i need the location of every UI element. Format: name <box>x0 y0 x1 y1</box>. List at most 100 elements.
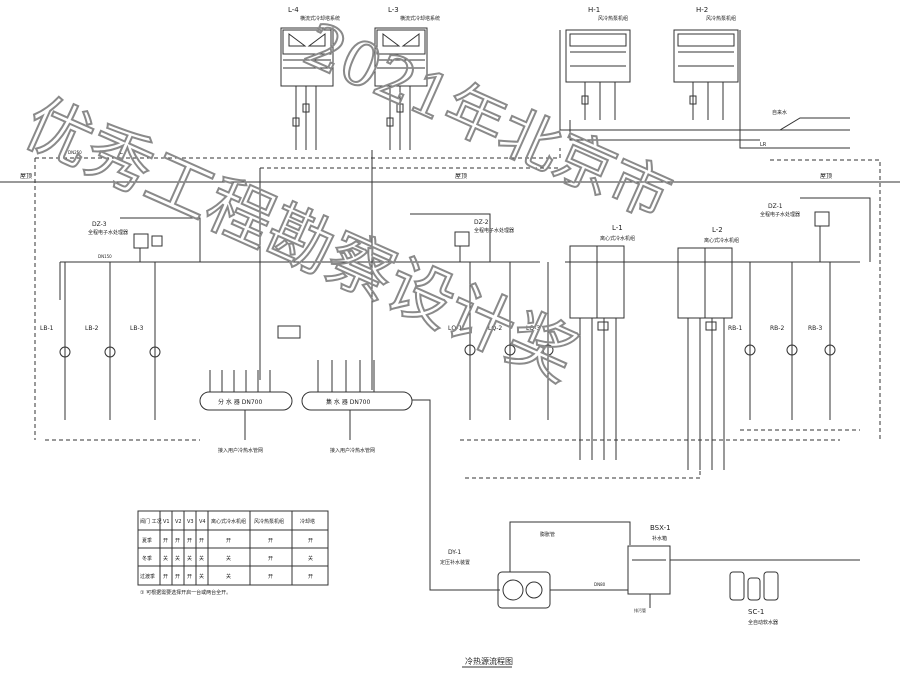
chiller-l1-tag: L-1 <box>612 224 623 232</box>
pipe-label-dn-top: DN250 <box>68 150 82 155</box>
floor-label-roof-right: 屋顶 <box>820 173 832 180</box>
table-r0-c5: 开 <box>226 538 231 544</box>
water-treatment-dz2 <box>410 213 491 262</box>
table-r0-c1: 开 <box>163 538 168 544</box>
water-treatment-dz1 <box>800 197 871 262</box>
table-r1-c7: 关 <box>308 555 313 562</box>
chiller-l1 <box>569 245 625 460</box>
table-r0-c6: 开 <box>268 538 273 544</box>
table-header-7: 冷却塔 <box>300 518 315 525</box>
makeup-tank-tag: BSX-1 <box>650 524 671 532</box>
heat-pump-h2 <box>673 29 739 120</box>
water-treatment-dz1-tag: DZ-1 <box>768 203 783 210</box>
table-r2-c3: 开 <box>187 574 192 580</box>
pipe-label-dn-bottom: DN80 <box>594 582 606 587</box>
floor-label-roof-mid: 屋顶 <box>455 173 467 180</box>
pump-group-right <box>740 262 860 431</box>
heat-pump-h1-desc: 风冷热泵机组 <box>598 15 628 22</box>
heat-pump-h2-tag: H-2 <box>696 6 708 14</box>
cooling-tower-l4 <box>280 27 334 150</box>
pump-lq-1-tag: LQ-1 <box>448 325 462 332</box>
table-r2-c0: 过渡季 <box>140 573 155 580</box>
cooling-tower-l3-tag: L-3 <box>388 6 399 14</box>
floor-label-roof-left: 屋顶 <box>20 173 32 180</box>
makeup-tank-desc: 补水箱 <box>652 535 667 542</box>
supply-collector-label: 分 水 器 DN700 <box>218 398 262 406</box>
table-header-6: 风冷热泵机组 <box>254 518 284 525</box>
table-r0-c2: 开 <box>175 538 180 544</box>
water-supply-label: 自来水 <box>772 109 787 116</box>
table-r0-c4: 开 <box>199 538 204 544</box>
table-header-1: V1 <box>163 519 170 525</box>
water-treatment-dz3 <box>120 217 201 262</box>
table-r2-c7: 开 <box>308 574 313 580</box>
water-softener-tag: SC-1 <box>748 608 764 616</box>
makeup-pipe-label: 膨胀管 <box>540 531 555 538</box>
table-note: ① 可根据需要选择开启一台或两台全开。 <box>140 589 231 596</box>
makeup-tank <box>550 545 671 608</box>
heat-pump-piping <box>559 30 850 149</box>
table-header-4: V4 <box>199 519 206 525</box>
table-r1-c4: 关 <box>199 555 204 562</box>
cooling-tower-l3 <box>374 27 428 150</box>
heat-pump-h1 <box>565 29 631 120</box>
table-header-0: 阀门 工况 <box>140 518 162 525</box>
table-r1-c0: 冬季 <box>142 555 152 562</box>
cooling-tower-l4-tag: L-4 <box>288 6 299 14</box>
drawing-title: 冷热源流程图 <box>465 656 513 666</box>
pipe-label-l-top: L <box>120 150 123 156</box>
water-treatment-dz2-tag: DZ-2 <box>474 219 489 226</box>
chiller-l2 <box>677 247 733 470</box>
pressurization-tag: DY-1 <box>448 549 461 556</box>
chiller-l2-desc: 离心式冷水机组 <box>704 237 739 244</box>
pump-lq-2-tag: LQ-2 <box>488 325 502 332</box>
table-r2-c4: 关 <box>199 573 204 580</box>
pressurization-unit <box>497 521 631 609</box>
heat-pump-h2-desc: 风冷热泵机组 <box>706 15 736 22</box>
water-supply-pipe <box>760 117 850 131</box>
table-r1-c2: 关 <box>175 555 180 562</box>
table-r1-c1: 关 <box>163 555 168 562</box>
to-users-label: 接入用户冷热水管网 <box>218 447 263 454</box>
water-treatment-dz3-tag: DZ-3 <box>92 221 107 228</box>
table-r2-c5: 关 <box>226 573 231 580</box>
return-distributor <box>277 325 500 591</box>
water-softener-desc: 全自动软水器 <box>748 619 778 626</box>
pump-lb-2-tag: LB-2 <box>85 325 99 332</box>
chiller-l2-tag: L-2 <box>712 226 723 234</box>
table-r2-c1: 开 <box>163 574 168 580</box>
table-r2-c2: 开 <box>175 574 180 580</box>
cooling-tower-l3-desc: 横流式冷却塔系统 <box>400 15 440 22</box>
table-header-5: 离心式冷水机组 <box>211 518 246 525</box>
table-header-2: V2 <box>175 519 182 525</box>
water-treatment-dz3-desc: 全程电子水处理器 <box>88 229 128 236</box>
table-r0-c0: 夏季 <box>142 537 152 544</box>
pressurization-desc: 定压补水装置 <box>440 559 470 566</box>
pump-lq-3-tag: LQ-3 <box>526 325 540 332</box>
valve-state-table <box>137 510 329 586</box>
heat-pump-h1-tag: H-1 <box>588 6 600 14</box>
return-distributor-label: 集 水 器 DN700 <box>326 398 370 406</box>
table-r2-c6: 开 <box>268 574 273 580</box>
pump-rb-3-tag: RB-3 <box>808 325 822 332</box>
pump-group-mid <box>460 262 840 479</box>
watermark-year: 2021年北京市 <box>294 10 681 234</box>
table-r1-c5: 关 <box>226 555 231 562</box>
water-softener <box>670 559 860 601</box>
cooling-water-supply-line <box>260 159 881 440</box>
table-r1-c3: 关 <box>187 555 192 562</box>
table-r0-c7: 开 <box>308 538 313 544</box>
table-r1-c6: 开 <box>268 556 273 562</box>
pump-group-left <box>45 262 200 441</box>
table-r0-c3: 开 <box>187 538 192 544</box>
water-treatment-dz1-desc: 全程电子水处理器 <box>760 211 800 218</box>
cooling-water-return-line <box>34 148 561 440</box>
drain-pipe-label: 排污管 <box>634 607 646 613</box>
water-treatment-dz2-desc: 全程电子水处理器 <box>474 227 514 234</box>
pipe-label-lr-top: LR <box>760 142 767 148</box>
supply-collector <box>199 370 293 440</box>
from-users-label: 接入用户冷热水管网 <box>330 447 375 454</box>
pump-rb-2-tag: RB-2 <box>770 325 784 332</box>
pump-rb-1-tag: RB-1 <box>728 325 742 332</box>
